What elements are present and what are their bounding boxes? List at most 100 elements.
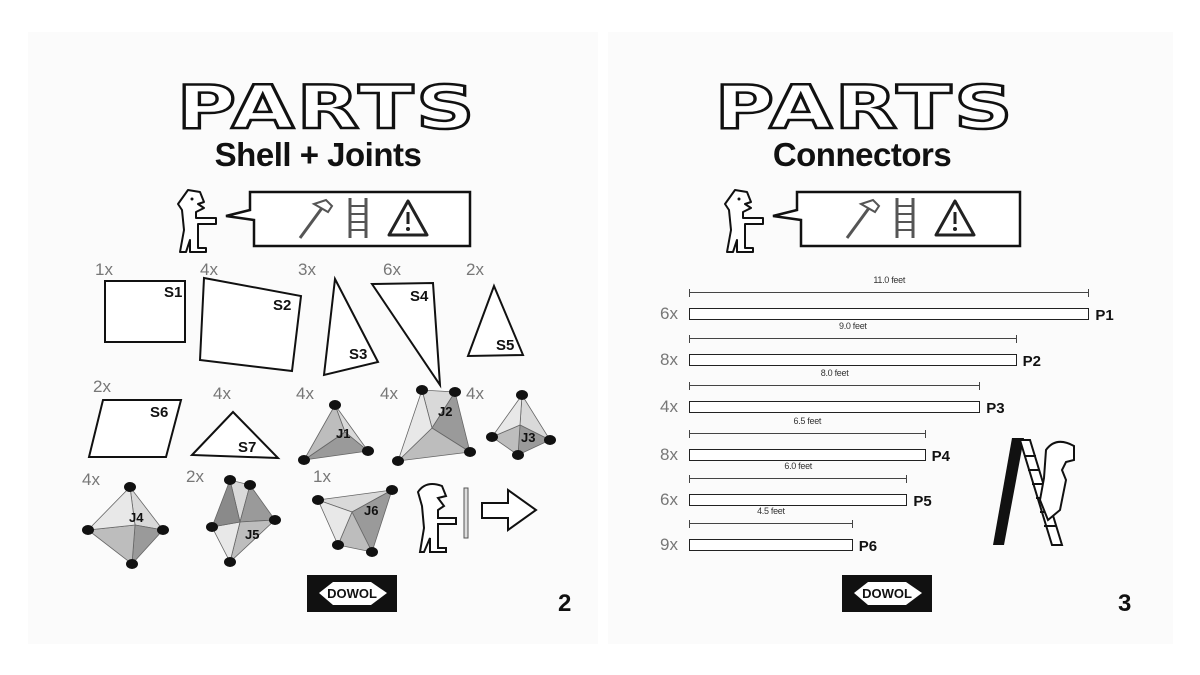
- part-label-s6: S6: [150, 404, 169, 421]
- joint-socket: [516, 390, 528, 400]
- part-label-j1: J1: [336, 426, 351, 441]
- joint-socket: [544, 435, 556, 445]
- quantity-label: 2x: [186, 467, 204, 486]
- part-label-j4: J4: [129, 510, 144, 525]
- worker-on-ladder-icon: [993, 438, 1075, 546]
- quantity-label: 8x: [660, 350, 678, 369]
- page-number: 2: [558, 590, 572, 617]
- page-subtitle: Shell + Joints: [214, 136, 422, 173]
- shell-s7: [189, 410, 281, 460]
- quantity-label: 2x: [93, 377, 111, 396]
- joint-socket: [244, 480, 256, 490]
- worker-figure-icon: [724, 189, 764, 253]
- part-label-s5: S5: [496, 337, 515, 354]
- part-label-p2: P2: [1022, 353, 1041, 370]
- quantity-label: 1x: [95, 260, 113, 279]
- quantity-label: 4x: [213, 384, 231, 403]
- joint-j5: [206, 475, 281, 567]
- joint-socket: [386, 485, 398, 495]
- shell-s6: [87, 399, 183, 458]
- joint-j2: [392, 385, 476, 466]
- connector-bar-p6: [689, 539, 853, 551]
- part-label-j3: J3: [521, 430, 536, 445]
- shell-s2: [198, 276, 303, 373]
- shell-s4: [370, 281, 442, 389]
- joint-j4: [82, 482, 169, 569]
- worker-figure-icon: [177, 189, 217, 253]
- connector-bar-p5: [689, 494, 908, 506]
- dimension-line: [689, 382, 981, 390]
- length-label: 9.0 feet: [838, 321, 867, 331]
- joint-socket: [362, 446, 374, 456]
- arrow-right-icon: [481, 488, 538, 532]
- page-title: PARTS: [713, 73, 1016, 143]
- joint-socket: [312, 495, 324, 505]
- quantity-label: 4x: [296, 384, 314, 403]
- joints-group: [82, 385, 556, 569]
- part-label-p6: P6: [858, 538, 878, 555]
- joint-socket: [157, 525, 169, 535]
- quantity-label: 6x: [660, 490, 678, 509]
- part-label-p4: P4: [931, 448, 950, 465]
- quantity-label: 8x: [660, 445, 678, 464]
- part-label-p1: P1: [1095, 307, 1114, 324]
- joint-socket: [366, 547, 378, 557]
- quantity-label: 6x: [383, 260, 401, 279]
- joint-socket: [329, 400, 341, 410]
- shell-s5: [466, 283, 525, 358]
- dowol-logo: DOWOL: [307, 575, 397, 612]
- part-label-p3: P3: [986, 400, 1005, 417]
- quantity-label: 4x: [466, 384, 484, 403]
- joint-socket: [269, 515, 281, 525]
- page-title: PARTS: [175, 73, 478, 143]
- joint-socket: [298, 455, 310, 465]
- safety-callout: [724, 189, 1022, 253]
- dimension-line: [689, 520, 853, 528]
- dimension-line: [689, 335, 1017, 343]
- page-subtitle: Connectors: [772, 136, 952, 173]
- quantity-label: 6x: [660, 304, 678, 323]
- connector-bar-p4: [689, 449, 926, 461]
- shell-s3: [322, 275, 380, 377]
- part-label-j5: J5: [245, 527, 260, 542]
- connector-bar-p3: [689, 401, 981, 413]
- shell-s1: [104, 280, 186, 343]
- length-label: 11.0 feet: [873, 275, 906, 285]
- length-label: 6.5 feet: [793, 416, 822, 426]
- part-label-s2: S2: [273, 297, 292, 314]
- quantity-label: 3x: [298, 260, 316, 279]
- safety-callout: [177, 189, 472, 253]
- part-label-s3: S3: [349, 346, 368, 363]
- quantity-label: 4x: [660, 397, 678, 416]
- length-label: 4.5 feet: [757, 506, 785, 516]
- quantity-label: 1x: [313, 467, 331, 486]
- dimension-line: [689, 430, 926, 438]
- page-number: 3: [1118, 590, 1132, 617]
- connector-bar-p2: [689, 354, 1017, 366]
- part-label-s4: S4: [410, 288, 429, 305]
- joint-socket: [224, 475, 236, 485]
- part-label-j2: J2: [438, 404, 453, 419]
- dowol-logo: DOWOL: [842, 575, 932, 612]
- quantity-label: 2x: [466, 260, 484, 279]
- part-label-s7: S7: [238, 439, 257, 456]
- part-label-p5: P5: [913, 493, 932, 510]
- quantity-label: 4x: [200, 260, 218, 279]
- joint-socket: [124, 482, 136, 492]
- length-label: 8.0 feet: [820, 368, 849, 378]
- connector-bar-p1: [689, 308, 1090, 320]
- joint-socket: [449, 387, 461, 397]
- joint-socket: [224, 557, 236, 567]
- quantity-label: 9x: [660, 535, 678, 554]
- dimension-line: [689, 475, 908, 483]
- joint-socket: [392, 456, 404, 466]
- joint-socket: [206, 522, 218, 532]
- joint-socket: [416, 385, 428, 395]
- joint-socket: [332, 540, 344, 550]
- joint-j1: [298, 400, 374, 465]
- length-label: 6.0 feet: [784, 461, 812, 471]
- joint-socket: [512, 450, 524, 460]
- quantity-label: 4x: [82, 470, 100, 489]
- quantity-label: 4x: [380, 384, 398, 403]
